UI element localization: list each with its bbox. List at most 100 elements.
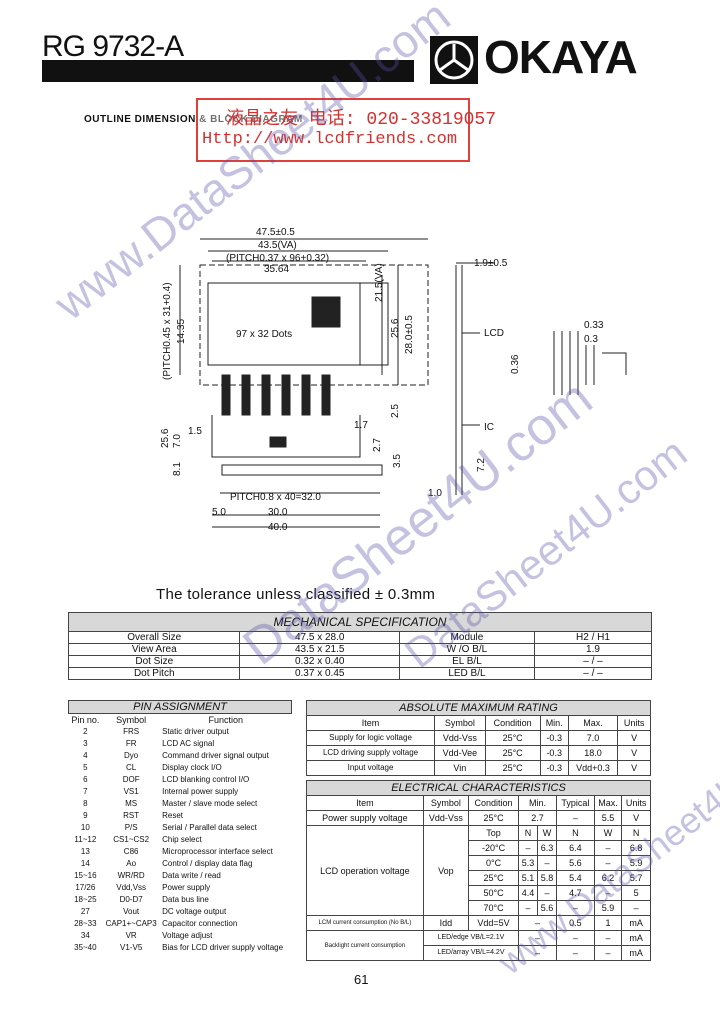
col-header: Max. [567,715,619,731]
cell: Internal power supply [162,787,239,796]
cell: 0°C [467,855,520,871]
col-header: Item [306,795,424,811]
cell: Reset [162,811,184,820]
cell: 17/26 [75,883,96,892]
cell: C86 [123,847,139,856]
cell: – [537,855,557,871]
dim-pitch-x: (PITCH0.37 x 96+0.32) [226,253,330,264]
cell: -0.3 [539,745,569,761]
dim-30-0: 30.0 [268,507,288,518]
cell: Input voltage [305,760,436,776]
dim-0-36: 0.36 [510,354,521,374]
absmax-title: ABSOLUTE MAXIMUM RATING [306,700,651,716]
cell: RST [123,811,140,820]
cell: Chip select [162,835,202,844]
cell: -0.3 [539,730,569,746]
dim-0-3: 0.3 [584,334,598,345]
cell: MS [125,799,138,808]
okaya-logo-mark [430,36,478,84]
cell: P/S [124,823,138,832]
cell: 70°C [467,900,520,916]
cell: V1-V5 [120,943,143,952]
cell: -0.3 [539,760,569,776]
cell: Command driver signal output [162,751,269,760]
cell: WR/RD [117,871,145,880]
elec-title: ELECTRICAL CHARACTERISTICS [306,780,651,796]
table-row: 70°C–5.6–5.9– [307,900,651,916]
cell: 6.4 [555,840,595,856]
cell: CL [126,763,137,772]
dim-3-5: 3.5 [392,454,403,468]
cell: Vdd-Vee [434,745,486,761]
dim-1-9: 1.9±0.5 [474,258,508,269]
lcd-label: LCD [484,328,505,339]
cell: View Area [67,643,241,656]
col-header: Symbol [422,795,469,811]
cell: 15~16 [74,871,97,880]
cell: -20°C [467,840,520,856]
cell: N [555,825,595,841]
cell: – [555,945,595,961]
dim-pin-pitch: PITCH0.8 x 40=32.0 [230,492,321,503]
col-header: Typical [555,795,595,811]
cell: – [593,930,623,946]
cell: Overall Size [67,631,241,644]
dim-2-7: 2.7 [372,438,383,452]
cell: 5.5 [593,810,623,826]
cell: FRS [123,727,140,736]
cell: Display clock I/O [162,763,222,772]
dim-8-1: 8.1 [172,462,183,476]
cell: Dot Size [67,655,241,668]
cell: Vdd-Vss [434,730,486,746]
cell: – [593,945,623,961]
cell: H2 / H1 [534,631,652,644]
table-row: LED/array VB/L=4.2V–––mA [307,945,651,961]
cell: 4.4 [518,885,538,901]
cell: 35~40 [74,943,97,952]
cell: Ao [126,859,137,868]
cell: 14 [80,859,90,868]
cell: LCD operation voltage [306,825,424,916]
cell: – [518,840,538,856]
cell: V [621,810,651,826]
cell: Data write / read [162,871,221,880]
cell: LCM current consumption (No B/L) [306,915,424,931]
cell: – / – [534,667,652,680]
cell: Capacitor connection [162,919,238,928]
cell: Power supply voltage [306,810,424,826]
tolerance-note: The tolerance unless classified ± 0.3mm [156,586,436,603]
cell: 4 [83,751,88,760]
cell: VR [125,931,137,940]
cell: mA [621,930,651,946]
mech-title: MECHANICAL SPECIFICATION [68,612,652,632]
dim-40-0: 40.0 [268,522,288,533]
cell: 2 [83,727,88,736]
cell: – [518,900,538,916]
cell: 2.7 [518,810,557,826]
col-header: Symbol [116,715,147,725]
cell: Vout [123,907,140,916]
model-title: RG 9732-A [42,30,184,63]
cell: 7 [83,787,88,796]
dim-1-5: 1.5 [188,426,202,437]
dim-25-6-left: 25.6 [160,428,171,448]
cell: 9 [83,811,88,820]
outline-drawing [179,238,627,528]
cell: 8 [83,799,88,808]
cell: Dyo [124,751,139,760]
cell: mA [621,915,651,931]
cell: Bias for LCD driver supply voltage [162,943,284,952]
